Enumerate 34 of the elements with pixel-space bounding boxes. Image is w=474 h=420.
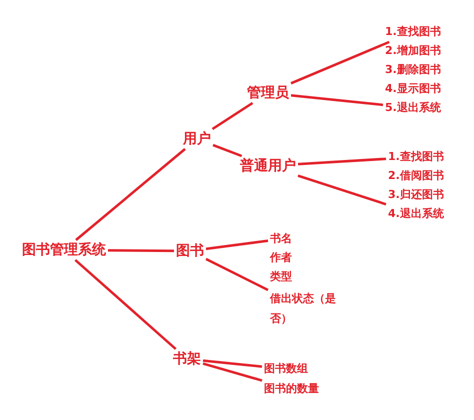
node-label: 图书管理系统 <box>22 242 106 258</box>
list-item-text: 作者 <box>270 250 292 266</box>
connector-line <box>290 40 390 84</box>
node-label: 5.退出系统 <box>385 100 441 116</box>
list-item-text: 4.显示图书 <box>385 81 441 97</box>
connector-line <box>202 359 262 368</box>
connector-line <box>202 362 262 382</box>
list-item-text: 类型 <box>270 269 292 285</box>
connector-line <box>298 174 386 206</box>
connector-line <box>298 158 386 166</box>
connector-line <box>290 94 384 106</box>
list-item-text: 3.删除图书 <box>385 62 441 78</box>
connector-line <box>206 239 268 250</box>
connector-line <box>108 249 174 252</box>
connector-line <box>212 144 242 158</box>
connector-line <box>212 102 254 130</box>
connector-line <box>75 148 186 241</box>
node-label: 图书 <box>176 243 204 259</box>
list-item-text: 2.借阅图书 <box>388 168 444 184</box>
connector-line <box>74 259 177 350</box>
node-label: 1.查找图书 <box>388 149 444 165</box>
list-item-text: 2.增加图书 <box>385 43 441 59</box>
node-label: 普通用户 <box>240 158 296 174</box>
node-label: 管理员 <box>247 85 289 101</box>
node-label: 1.查找图书 <box>385 24 441 40</box>
node-label: 借出状态（是否） <box>270 289 342 329</box>
node-label: 4.退出系统 <box>388 206 444 222</box>
node-label: 图书的数量 <box>264 381 319 397</box>
list-item-text: 3.归还图书 <box>388 187 444 203</box>
node-label: 用户 <box>183 131 211 147</box>
node-label: 书架 <box>173 351 201 367</box>
node-label: 图书数组 <box>264 361 308 377</box>
connector-line <box>205 258 269 292</box>
node-label: 书名 <box>270 231 292 247</box>
